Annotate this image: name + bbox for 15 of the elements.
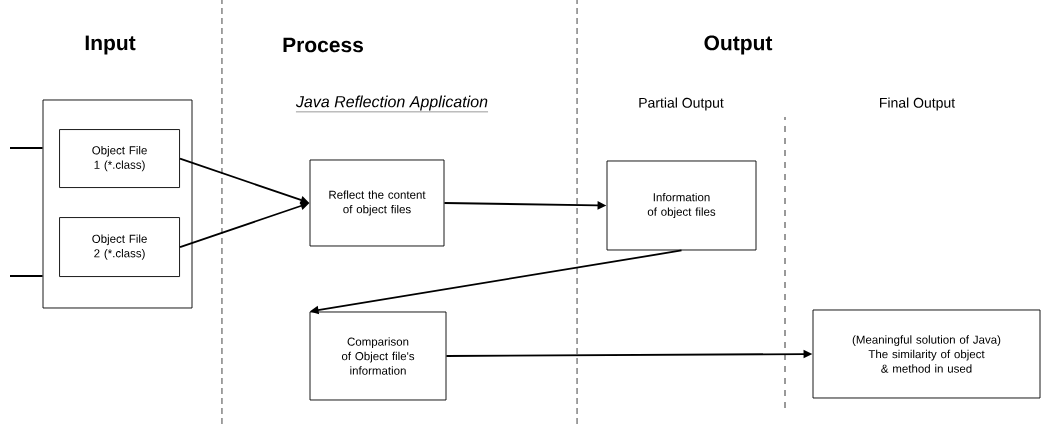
- process-box: Comparison of Object file's information: [309, 311, 447, 401]
- connector-line: [9, 275, 44, 277]
- connector-line: [9, 147, 44, 149]
- process-box: Object File 2 (*.class): [59, 217, 180, 277]
- column-heading: Input: [85, 35, 136, 55]
- process-box: (Meaningful solution of Java) The similarity of object & method in used: [812, 309, 1041, 399]
- container-box: [42, 99, 193, 309]
- section-title: Java Reflection Application: [295, 95, 489, 113]
- column-heading: Process: [283, 37, 363, 53]
- column-title: Partial Output: [639, 97, 724, 111]
- process-box: Object File 1 (*.class): [59, 129, 180, 188]
- process-box: Information of object files: [606, 160, 757, 251]
- column-heading: Output: [704, 35, 773, 55]
- column-title: Final Output: [880, 97, 955, 111]
- process-box: Reflect the content of object files: [309, 159, 445, 247]
